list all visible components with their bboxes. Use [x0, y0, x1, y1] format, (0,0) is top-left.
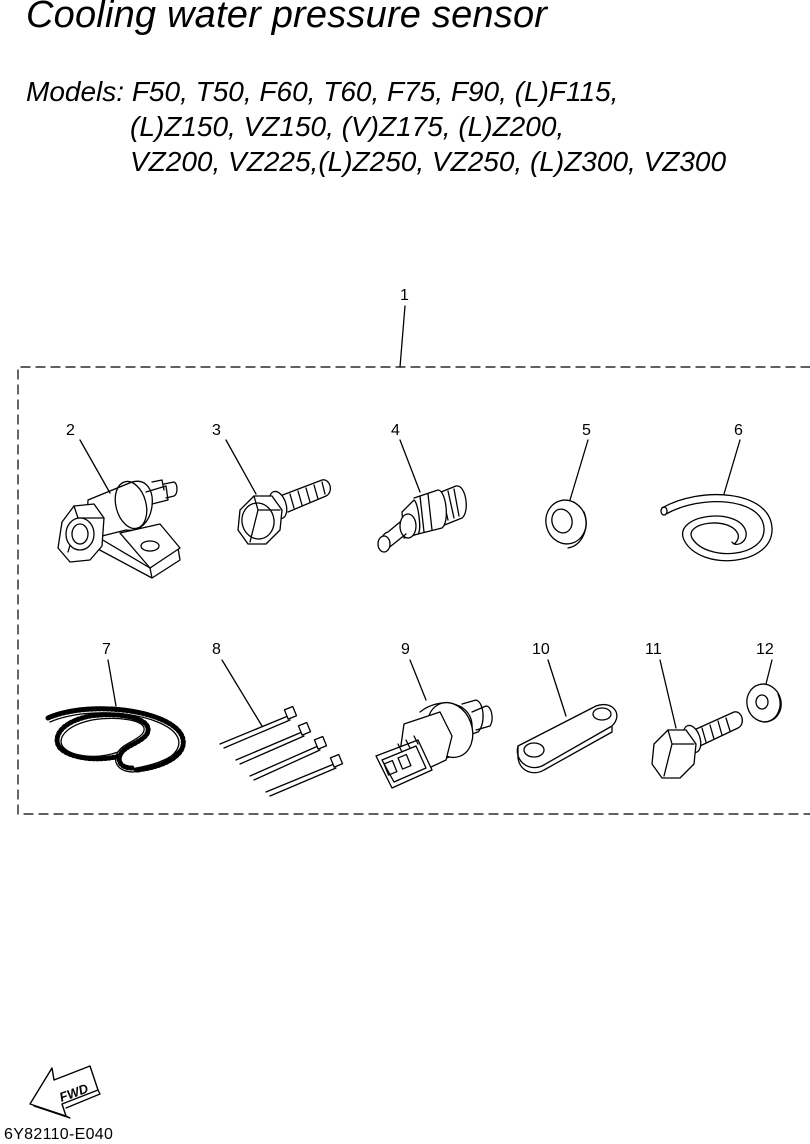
- leader-11: [659, 659, 677, 729]
- leader-8: [221, 659, 263, 727]
- callout-10: 10: [532, 641, 550, 658]
- callout-4: 4: [391, 422, 400, 439]
- leader-5: [569, 439, 589, 501]
- leader-1: [399, 305, 406, 368]
- leader-3: [225, 439, 257, 495]
- part-5-gasket: [545, 499, 587, 549]
- model-list: Models: F50, T50, F60, T60, F75, F90, (L…: [26, 74, 726, 179]
- kit-boundary: [17, 366, 810, 815]
- leader-6: [723, 439, 741, 495]
- callout-7: 7: [102, 641, 111, 658]
- part-10-spacer-plate: [516, 703, 618, 774]
- part-4-sensor-switch: [377, 485, 467, 553]
- leader-12: [765, 659, 773, 685]
- part-3-hex-bolt: [237, 479, 332, 545]
- leader-4: [399, 439, 421, 493]
- model-list-line-2: (L)Z150, VZ150, (V)Z175, (L)Z200,: [130, 111, 565, 142]
- callout-6: 6: [734, 422, 743, 439]
- part-11-hex-bolt: [651, 711, 744, 779]
- leader-9: [409, 659, 427, 701]
- page-title: Cooling water pressure sensor: [26, 0, 548, 36]
- callout-1: 1: [400, 287, 409, 304]
- callout-2: 2: [66, 422, 75, 439]
- callout-5: 5: [582, 422, 591, 439]
- part-6-coiled-hose: [660, 493, 773, 562]
- callout-12: 12: [756, 641, 774, 658]
- model-list-line-1: Models: F50, T50, F60, T60, F75, F90, (L…: [26, 76, 619, 107]
- part-12-washer: [746, 683, 782, 723]
- callout-11: 11: [645, 641, 662, 658]
- part-7-corrugated-tube: [45, 706, 186, 773]
- fwd-arrow-icon: [29, 1065, 101, 1119]
- leader-7: [107, 659, 117, 707]
- part-8-cable-ties: [219, 705, 344, 797]
- leader-10: [547, 659, 567, 717]
- part-9-pressure-sensor: [375, 699, 493, 789]
- callout-9: 9: [401, 641, 410, 658]
- callout-3: 3: [212, 422, 221, 439]
- part-2-sensor-joint: [57, 479, 181, 579]
- leader-2: [79, 439, 111, 494]
- model-list-line-3: VZ200, VZ225,(L)Z250, VZ250, (L)Z300, VZ…: [130, 146, 727, 177]
- callout-8: 8: [212, 641, 221, 658]
- drawing-code: 6Y82110-E040: [4, 1126, 114, 1143]
